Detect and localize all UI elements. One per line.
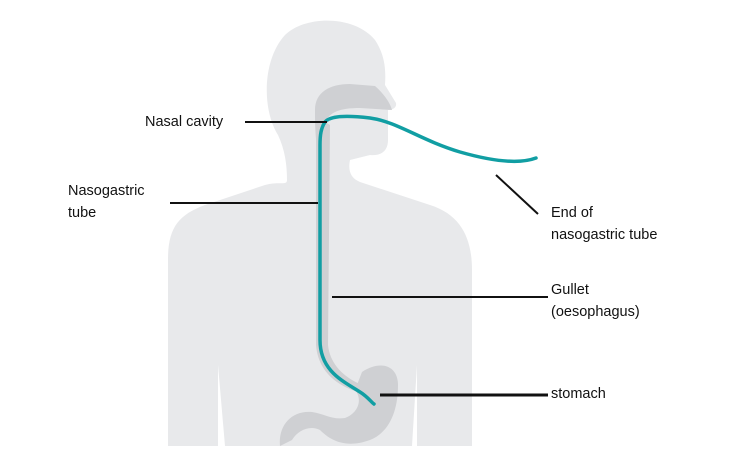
label-line: Gullet [551, 282, 589, 298]
label-stomach: stomach [551, 386, 606, 402]
gullet-shape [316, 120, 362, 392]
label-gullet: Gullet (oesophagus) [551, 279, 640, 323]
label-line: (oesophagus) [551, 304, 640, 320]
label-nasogastric-tube: Nasogastric tube [68, 180, 145, 224]
label-line: End of [551, 205, 593, 221]
stomach-shape [279, 365, 398, 446]
leader-lines [170, 121, 548, 397]
label-line: nasogastric tube [551, 227, 658, 243]
label-nasal-cavity: Nasal cavity [145, 114, 224, 130]
label-end-of-tube: End of nasogastric tube [551, 202, 657, 246]
nasal-cavity-shape [315, 84, 392, 150]
label-line: tube [68, 205, 97, 221]
label-line: Nasogastric [68, 183, 145, 199]
end-of-tube-leader [495, 174, 539, 215]
